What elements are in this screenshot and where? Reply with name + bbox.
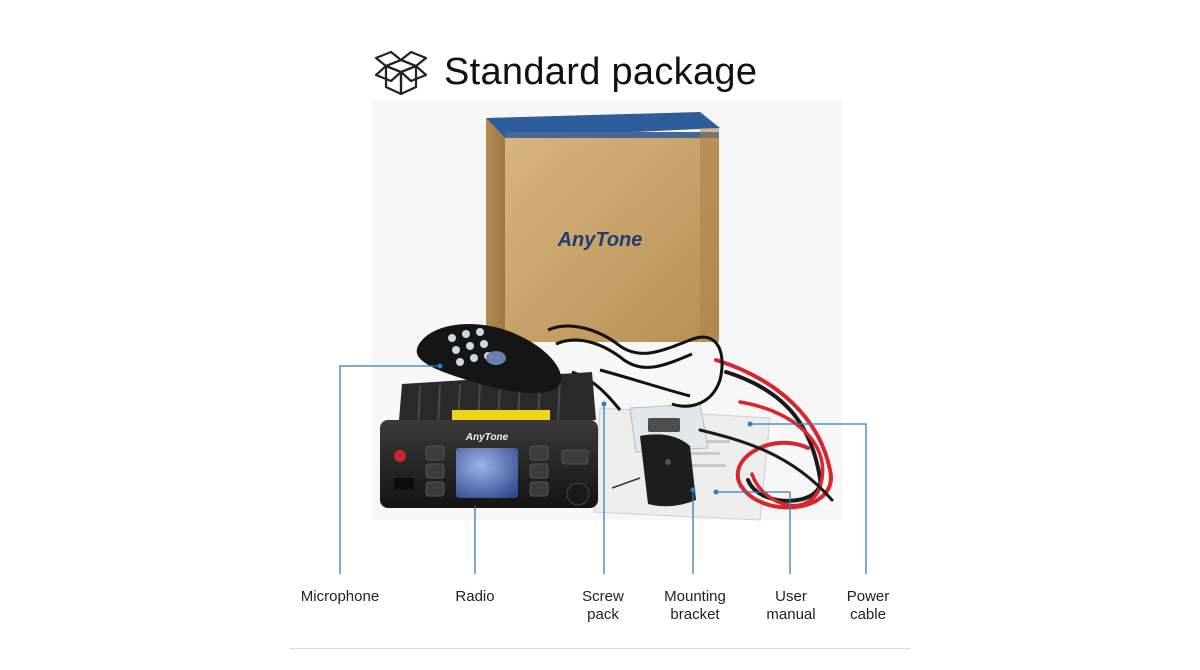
callout-dots xyxy=(437,363,753,495)
label-screw-pack: Screw pack xyxy=(560,588,646,624)
label-user-manual: User manual xyxy=(748,588,834,624)
callout-line-microphone xyxy=(339,365,440,574)
callout-line-user-manual xyxy=(716,491,791,574)
microphone-item xyxy=(416,323,562,393)
label-power-cable-line2: cable xyxy=(850,606,886,623)
label-user-manual-line2: manual xyxy=(766,606,816,623)
header: Standard package xyxy=(372,44,757,100)
label-screw-pack-line2: pack xyxy=(587,606,619,623)
label-mounting-bracket: Mounting bracket xyxy=(648,588,742,624)
box-brand-logo: AnyTone xyxy=(557,229,643,251)
callout-line-power-cable xyxy=(750,423,867,574)
power-cable-item xyxy=(698,358,834,510)
open-box-icon xyxy=(374,50,428,96)
label-power-cable: Power cable xyxy=(826,588,910,624)
label-user-manual-line1: User xyxy=(775,588,807,605)
label-mounting-bracket-line2: bracket xyxy=(670,606,720,623)
bottom-divider xyxy=(290,648,910,649)
mounting-bracket-item xyxy=(611,434,696,507)
page-title: Standard package xyxy=(444,50,758,93)
label-power-cable-line1: Power xyxy=(846,588,890,605)
label-microphone: Microphone xyxy=(285,588,395,606)
radio-brand-logo: AnyTone xyxy=(465,432,509,443)
label-screw-pack-line1: Screw xyxy=(582,588,624,605)
label-microphone-text: Microphone xyxy=(300,588,380,605)
callout-lines xyxy=(339,365,867,574)
label-radio: Radio xyxy=(430,588,520,606)
coiled-mic-cable xyxy=(547,324,724,411)
retail-box: AnyTone xyxy=(486,112,720,342)
radio-unit: AnyTone xyxy=(380,372,598,508)
label-mounting-bracket-line1: Mounting xyxy=(664,588,726,605)
label-radio-text: Radio xyxy=(455,588,495,605)
